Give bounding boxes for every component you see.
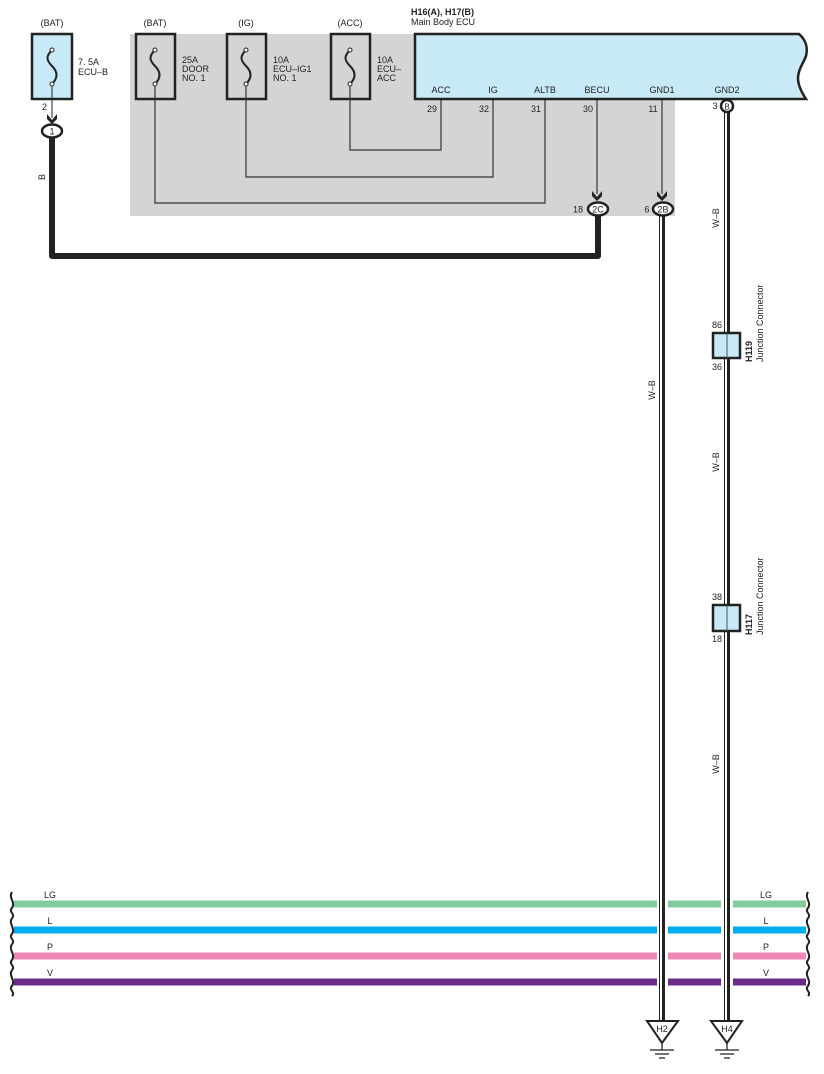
fuse-name: ECU–B (78, 67, 108, 77)
fuse-rating: 7. 5A (78, 57, 99, 67)
wire-ig (245, 86, 494, 178)
pin-number: 3 (712, 101, 717, 111)
pin-number: 30 (583, 104, 593, 114)
pin-number: 29 (427, 104, 437, 114)
wire-w-b-gnd2 (724, 112, 730, 1022)
terminal-becu: BECU (584, 85, 609, 95)
break-mark-icon (9, 917, 15, 945)
bus-wire-label: V (47, 968, 53, 978)
break-mark-icon (9, 969, 15, 997)
pin-number: 18 (573, 205, 583, 215)
pin-number: 18 (712, 634, 722, 644)
connector-id: 1 (49, 127, 54, 137)
break-mark-icon (9, 943, 15, 971)
terminal-ig: IG (488, 85, 498, 95)
fuse-source: (BAT) (41, 18, 64, 28)
junction-code: H119 (744, 341, 754, 362)
bus-wire-label: P (763, 942, 769, 952)
junction-name: Junction Connector (755, 284, 765, 362)
main-body-ecu: H16(A), H17(B) Main Body ECU ACC IG ALTB… (411, 7, 809, 114)
bus-wire-label: L (763, 916, 768, 926)
pin-number: 32 (479, 104, 489, 114)
pin-number: 6 (644, 205, 649, 215)
bus-wire-label: V (763, 968, 769, 978)
junction-connector-h117: 38 18 H117 Junction Connector (711, 557, 765, 644)
connector-arrow-icon (592, 191, 602, 201)
wire-altb (154, 86, 546, 204)
break-mark-icon (9, 891, 15, 919)
connector-2c: 2C 18 (573, 191, 610, 217)
ground-h2: H2 (645, 1020, 680, 1059)
fuse-icon (149, 49, 161, 85)
connector-id: 2B (657, 205, 668, 215)
terminal-altb: ALTB (534, 85, 556, 95)
fuse-rating: 10A (273, 55, 289, 65)
wire-b (49, 138, 601, 259)
connector-arrow-icon (657, 191, 667, 201)
fuse-name: ECU–IG1 (273, 64, 312, 74)
fuse-name: NO. 1 (182, 73, 206, 83)
bus-wire-label: LG (760, 890, 772, 900)
break-mark-icon (805, 917, 811, 945)
bus-wires: LG LG L L P P V V (9, 890, 811, 997)
wire-label-w-b: W–B (711, 452, 721, 472)
wire-label-w-b: W–B (647, 380, 657, 400)
junction-code: H117 (744, 614, 754, 635)
ground-icon (650, 1043, 674, 1059)
fuse-icon (240, 49, 252, 85)
bus-wire-label: LG (44, 890, 56, 900)
wire-label-w-b: W–B (711, 754, 721, 774)
fuse-rating: 25A (182, 55, 198, 65)
ground-id: H4 (721, 1024, 733, 1034)
break-mark-icon (805, 969, 811, 997)
fuse-name: DOOR (182, 64, 210, 74)
fuse-name: ACC (377, 73, 397, 83)
ground-icon (715, 1043, 739, 1059)
wire-acc (349, 86, 442, 151)
ecu-code: H16(A), H17(B) (411, 7, 474, 17)
fuse-rating: 10A (377, 55, 393, 65)
ground-id: H2 (656, 1024, 668, 1034)
break-mark-icon (805, 943, 811, 971)
pin-number: 38 (712, 592, 722, 602)
pin-number: 11 (648, 104, 657, 114)
connector-b: B (719, 98, 735, 114)
bus-wire-label: P (47, 942, 53, 952)
fuse-name: NO. 1 (273, 73, 297, 83)
terminal-acc: ACC (431, 85, 451, 95)
fuse-icon (344, 49, 356, 85)
ground-h4: H4 (709, 1020, 744, 1059)
pin-number: 31 (531, 104, 541, 114)
fuse-source: (BAT) (144, 18, 167, 28)
pin-number: 86 (712, 320, 722, 330)
connector-2b: 2B 6 (644, 191, 675, 217)
pin-number: 2 (42, 102, 47, 112)
wire-label-w-b: W–B (711, 208, 721, 228)
junction-name: Junction Connector (755, 557, 765, 635)
pin-number: 36 (712, 362, 722, 372)
connector-arrow-icon (47, 114, 57, 124)
terminal-gnd1: GND1 (649, 85, 674, 95)
wire-label-b: B (37, 174, 47, 180)
terminal-gnd2: GND2 (714, 85, 739, 95)
fuse-source: (ACC) (338, 18, 363, 28)
wire-w-b-gnd1 (659, 214, 665, 1022)
break-mark-icon (805, 891, 811, 919)
fuse-icon (46, 49, 58, 85)
junction-connector-h119: 86 36 H119 Junction Connector (711, 284, 765, 372)
bus-wire-label: L (47, 916, 52, 926)
fuse-name: ECU– (377, 64, 401, 74)
connector-id: B (724, 103, 729, 112)
fuse-ecu-b: (BAT) 7. 5A ECU–B 2 1 (30, 18, 108, 139)
ecu-name: Main Body ECU (411, 17, 475, 27)
fuse-source: (IG) (238, 18, 254, 28)
connector-id: 2C (592, 205, 604, 215)
